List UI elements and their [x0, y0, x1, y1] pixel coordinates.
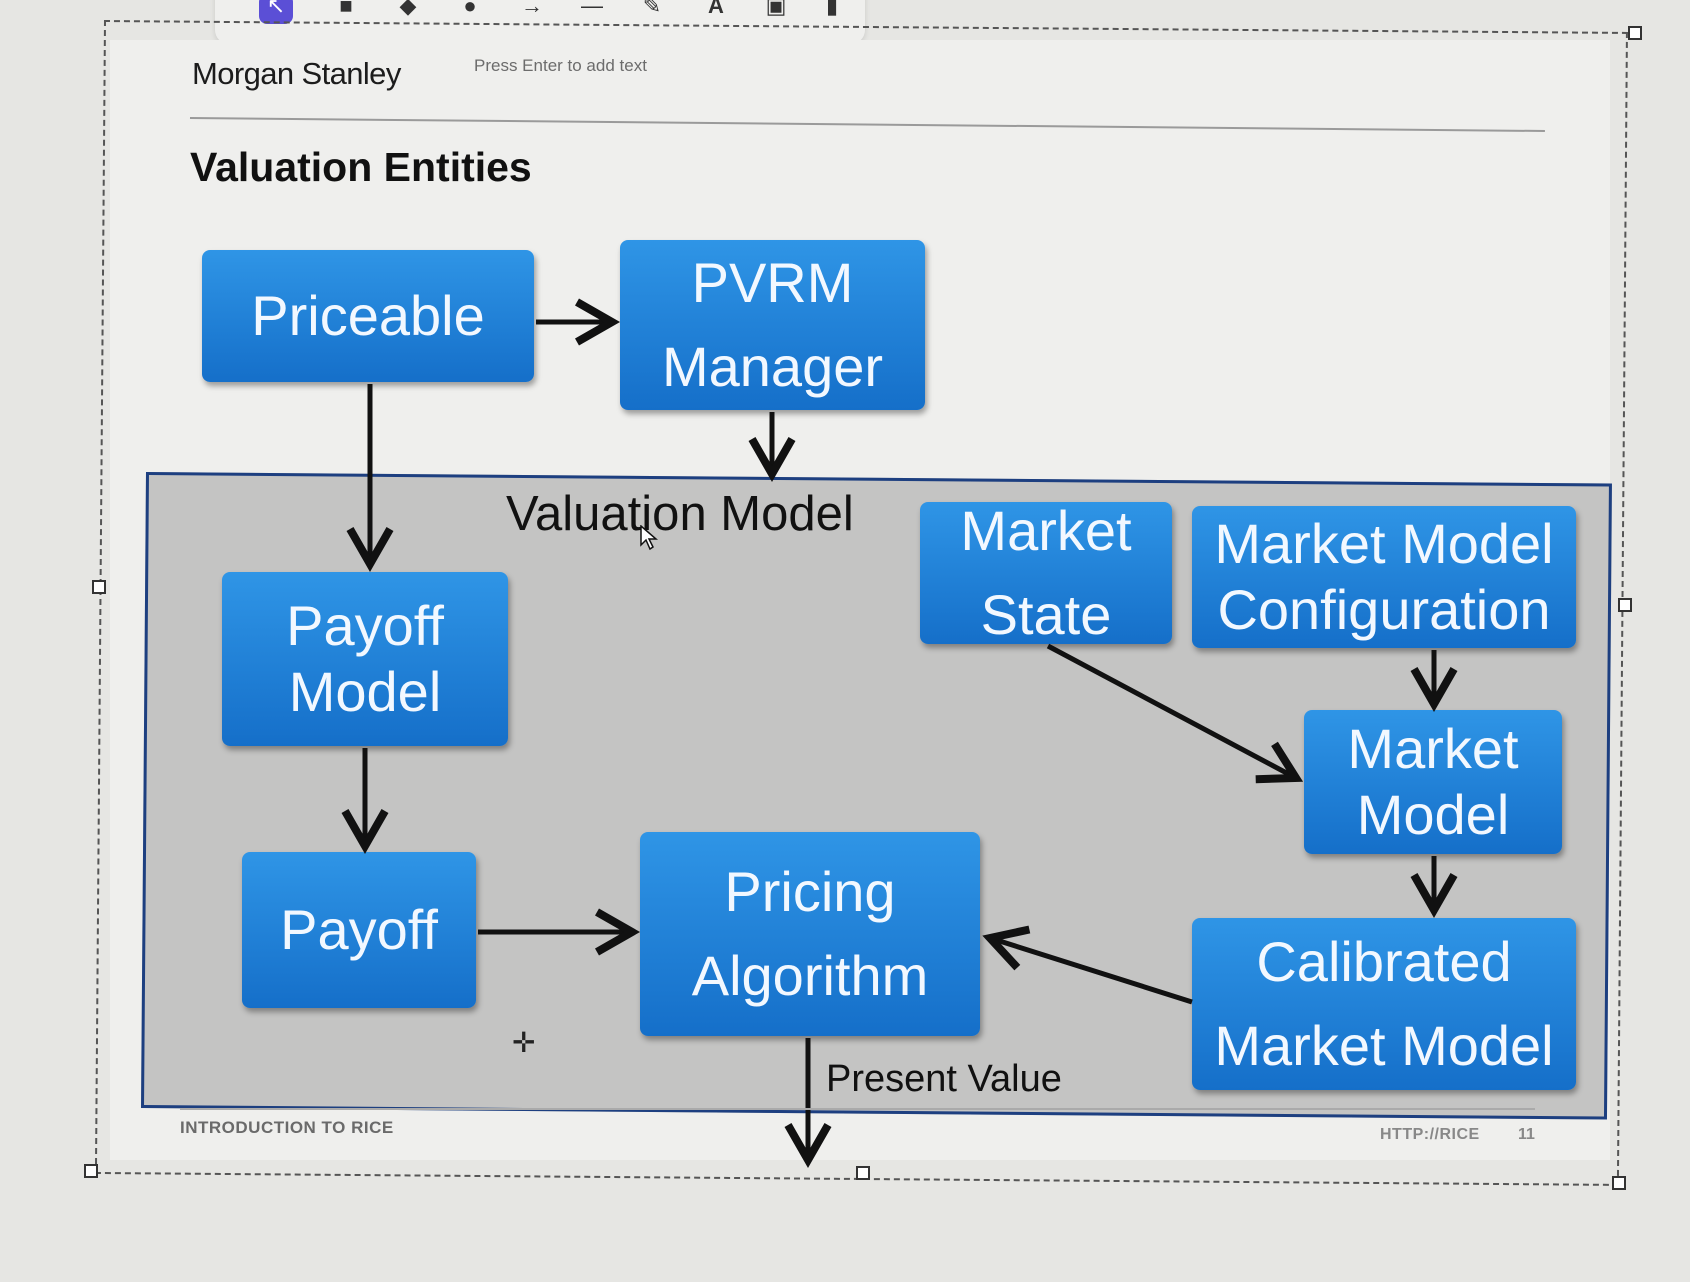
rectangle-icon: ■	[339, 0, 353, 18]
arrow-tool-button[interactable]: →	[515, 0, 549, 24]
market-state-box: Market State	[920, 499, 1172, 646]
footer-link: HTTP://RICE	[1380, 1126, 1480, 1143]
slide-title: Valuation Entities	[190, 144, 532, 190]
page-number: 11	[1518, 1126, 1535, 1143]
diamond-tool-button[interactable]: ◆	[391, 0, 425, 24]
resize-handle-right[interactable]	[1618, 598, 1632, 612]
company-logo: Morgan Stanley	[192, 56, 401, 91]
select-icon: ↖	[266, 0, 286, 18]
resize-handle-top-right[interactable]	[1628, 26, 1642, 40]
market-model-box: Market Model	[1304, 710, 1562, 854]
footer-divider	[180, 1108, 1535, 1110]
image-icon: ▣	[765, 0, 787, 18]
select-tool-button[interactable]: ↖	[259, 0, 293, 24]
payoff-box: Payoff	[242, 852, 476, 1008]
pencil-tool-button[interactable]: ✎	[635, 0, 669, 24]
market-model-configuration-box: Market Model Configuration	[1192, 506, 1576, 648]
present-value-label: Present Value	[826, 1058, 1062, 1100]
resize-handle-bottom[interactable]	[856, 1166, 870, 1180]
text-icon: A	[708, 0, 724, 18]
pencil-icon: ✎	[642, 0, 662, 18]
selection-frame	[94, 20, 1628, 1186]
circle-icon: ●	[463, 0, 477, 18]
valuation-model-label: Valuation Model	[506, 487, 854, 541]
resize-handle-bottom-right[interactable]	[1612, 1176, 1626, 1190]
move-icon[interactable]: ✛	[512, 1027, 536, 1058]
line-tool-button[interactable]: —	[575, 0, 609, 24]
pvrm-manager-box: PVRM Manager	[620, 240, 925, 410]
library-tool-button[interactable]: ▮	[815, 0, 849, 24]
line-icon: —	[581, 0, 603, 18]
rectangle-tool-button[interactable]: ■	[329, 0, 363, 24]
drawing-toolbar: ↖ ■ ◆ ● → — ✎ A ▣ ▮	[215, 0, 865, 44]
payoff-model-box: Payoff Model	[222, 572, 508, 746]
resize-handle-left[interactable]	[92, 580, 106, 594]
image-tool-button[interactable]: ▣	[759, 0, 793, 24]
text-tool-button[interactable]: A	[699, 0, 733, 24]
calibrated-market-model-box: Calibrated Market Model	[1192, 918, 1576, 1090]
circle-tool-button[interactable]: ●	[453, 0, 487, 24]
priceable-box: Priceable	[202, 250, 534, 382]
resize-handle-bottom-left[interactable]	[84, 1164, 98, 1178]
library-icon: ▮	[825, 0, 839, 18]
mouse-cursor-icon	[640, 525, 658, 551]
arrow-icon: →	[521, 0, 543, 18]
text-placeholder[interactable]: Press Enter to add text	[474, 56, 647, 75]
footer-course-title: INTRODUCTION TO RICE	[180, 1118, 394, 1137]
diamond-icon: ◆	[399, 0, 417, 18]
pricing-algorithm-box: Pricing Algorithm	[640, 832, 980, 1036]
